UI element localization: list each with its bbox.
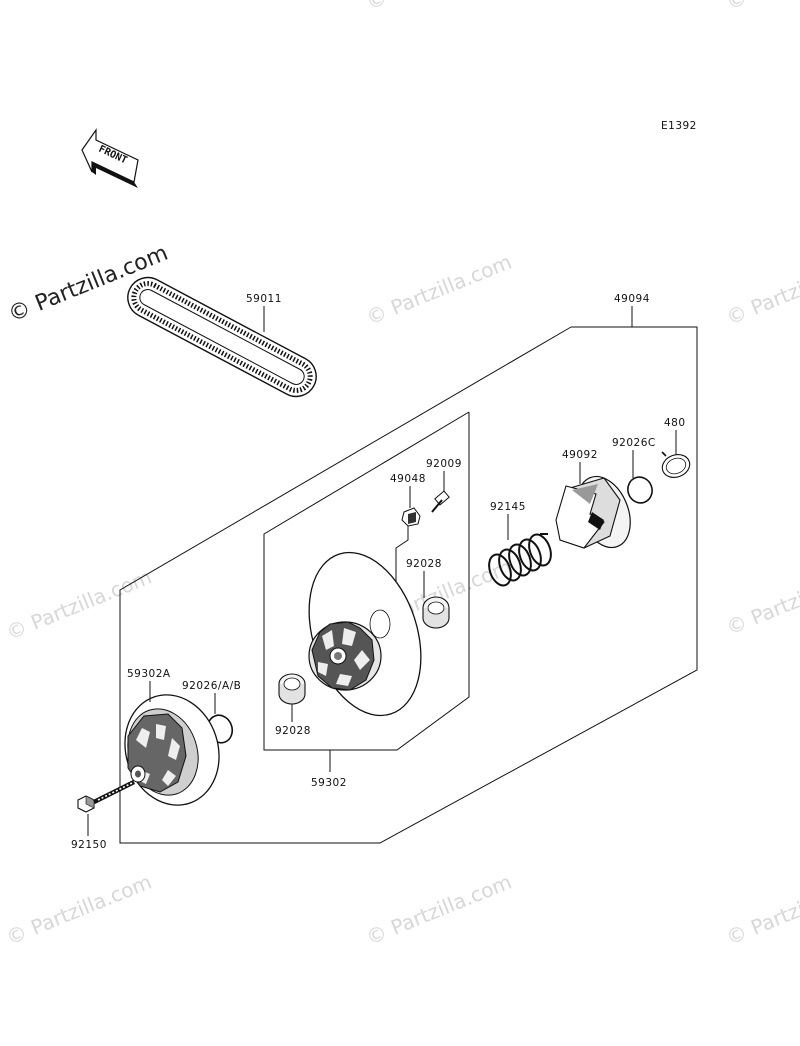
watermark: © Partzilla.com	[363, 0, 515, 15]
label-slider: 49048	[390, 473, 426, 485]
slider-part	[401, 507, 421, 527]
watermark: © Partzilla.com	[723, 250, 800, 330]
spring-part	[488, 533, 552, 587]
outline-assembly	[119, 326, 698, 844]
watermark: © Partzilla.com	[363, 870, 515, 950]
label-ring-92026ab: 92026/A/B	[182, 680, 241, 692]
label-bolt: 92150	[71, 839, 107, 851]
snap-ring	[661, 451, 691, 478]
watermark: © Partzilla.com	[3, 870, 155, 950]
o-ring-c	[627, 476, 653, 504]
label-fixed-sheave: 59302A	[127, 668, 171, 680]
diagram-code: E1392	[661, 120, 697, 132]
bushing-upper	[422, 596, 450, 629]
label-ring-92026c: 92026C	[612, 437, 656, 449]
fixed-sheave	[124, 694, 220, 806]
label-cam: 49092	[562, 449, 598, 461]
label-belt: 59011	[246, 293, 282, 305]
label-ring-480: 480	[664, 417, 686, 429]
label-screw: 92009	[426, 458, 462, 470]
bolt-part	[77, 779, 136, 813]
label-bushing-lower: 92028	[275, 725, 311, 737]
watermark: © Partzilla.com	[723, 560, 800, 640]
leader-slider-down	[395, 526, 409, 598]
drive-belt	[127, 276, 317, 398]
label-spring: 92145	[490, 501, 526, 513]
watermark: © Partzilla.com	[363, 250, 515, 330]
label-sheave-assy: 59302	[311, 777, 347, 789]
front-arrow-icon: FRONT	[81, 128, 139, 188]
watermark: © Partzilla.com	[3, 565, 155, 645]
watermark: © Partzilla.com	[723, 870, 800, 950]
label-bushing-upper: 92028	[406, 558, 442, 570]
screw-part	[431, 490, 450, 513]
cam-part	[555, 475, 631, 549]
bushing-lower	[278, 673, 306, 705]
label-assembly: 49094	[614, 293, 650, 305]
movable-sheave	[308, 551, 422, 717]
watermark: © Partzilla.com	[723, 0, 800, 15]
